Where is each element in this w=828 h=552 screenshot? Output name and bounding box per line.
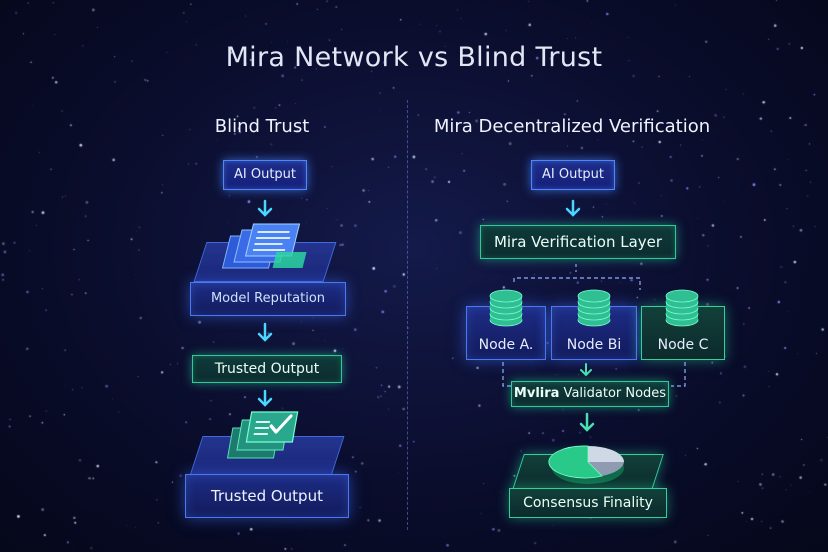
- validator-nodes-box: Mvlira Validator Nodes: [511, 381, 669, 407]
- right-ai-output-box: AI Output: [531, 160, 615, 190]
- database-stack-icons: [489, 289, 699, 327]
- verification-layer-box: Mira Verification Layer: [480, 225, 676, 259]
- consensus-finality-box: Consensus Finality: [509, 488, 667, 518]
- mira-verification-heading: Mira Decentralized Verification: [433, 116, 711, 137]
- trusted-output-mid-box: Trusted Output: [192, 355, 342, 383]
- node-b-label: Node Bi: [566, 337, 622, 353]
- checkmark-document-icon: [226, 411, 299, 459]
- blind-trust-heading: Blind Trust: [214, 116, 310, 137]
- trusted-output-final-box: Trusted Output: [185, 474, 349, 518]
- arrow-down-icon: [565, 199, 581, 217]
- trusted-output-final-label: Trusted Output: [211, 487, 323, 505]
- consensus-finality-label: Consensus Finality: [523, 495, 653, 511]
- validator-prefix: Mvlira: [513, 386, 560, 401]
- arrow-down-icon: [579, 412, 595, 432]
- page-title: Mira Network vs Blind Trust: [225, 42, 603, 73]
- left-ai-output-box: AI Output: [223, 160, 307, 190]
- pie-chart-icon: [548, 445, 624, 484]
- arrow-down-icon: [257, 322, 273, 342]
- node-connector-lines: [513, 264, 641, 290]
- validator-suffix: Validator Nodes: [559, 386, 667, 401]
- node-c-label: Node C: [657, 337, 709, 353]
- model-reputation-label: Model Reputation: [210, 291, 326, 306]
- model-reputation-box: Model Reputation: [190, 282, 346, 316]
- column-divider: [407, 100, 408, 530]
- database-stack-node-a: [489, 289, 523, 327]
- node-a-label: Node A.: [478, 337, 534, 353]
- document-stack-icon: [221, 223, 307, 269]
- arrow-down-icon: [257, 389, 273, 407]
- validator-connector-lines: [502, 362, 686, 387]
- arrow-down-icon: [257, 199, 273, 217]
